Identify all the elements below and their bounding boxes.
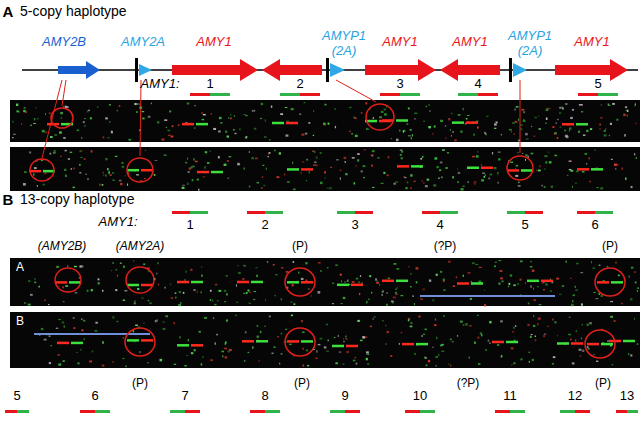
copy-number: 4	[436, 218, 443, 232]
copy-label: AMY1:	[140, 77, 179, 91]
copy-number: 4	[474, 77, 481, 91]
copy-number: 6	[591, 218, 598, 232]
pseudogene-label: (?P)	[434, 240, 457, 253]
copy-number: 13	[620, 389, 634, 403]
amy1-arrow	[262, 59, 322, 81]
probe-bars	[190, 93, 618, 96]
amy1-arrow	[172, 59, 258, 81]
leader-lines	[42, 80, 520, 158]
gene-label: (AMY2A)	[116, 240, 165, 253]
copy-number: 2	[296, 77, 303, 91]
pseudogene-label: (P)	[132, 377, 148, 390]
panel-title: 5-copy haplotype	[20, 4, 127, 19]
gene-label: AMY2B	[42, 35, 86, 49]
panel-letter: B	[3, 192, 14, 209]
panel-letter: A	[3, 4, 14, 21]
gene-label: (2A)	[332, 44, 357, 58]
copy-number: 5	[13, 389, 20, 403]
probe-bars	[172, 211, 613, 214]
gene-label: (2A)	[518, 44, 543, 58]
copy-number: 10	[413, 389, 427, 403]
copy-number: 3	[396, 77, 403, 91]
amyp1-arrow	[513, 63, 527, 77]
fiber-label: A	[14, 261, 26, 274]
pseudogene-label: (P)	[602, 240, 618, 253]
gene-label: (AMY2B)	[38, 240, 87, 253]
amyp1-arrow	[330, 63, 345, 77]
copy-number: 5	[594, 77, 601, 91]
fiber-image	[10, 258, 640, 306]
copy-number: 9	[341, 389, 348, 403]
fiber-image	[10, 312, 640, 368]
copy-number: 8	[261, 389, 268, 403]
gene-label: AMY1	[452, 35, 487, 49]
gene-label: AMY2A	[121, 35, 165, 49]
probe-bars	[5, 410, 638, 413]
amy1-arrow	[555, 59, 628, 81]
gene-label: AMYP1	[508, 29, 552, 43]
gene-label: AMY1	[196, 35, 231, 49]
pseudogene-label: (P)	[294, 377, 310, 390]
fluorescence-signals	[12, 102, 639, 367]
copy-number: 1	[186, 218, 193, 232]
copy-number: 7	[181, 389, 188, 403]
amy2a-arrow	[139, 64, 152, 76]
boundary-bar	[509, 58, 512, 82]
fiber-label: B	[14, 315, 26, 328]
fiber-image	[10, 100, 640, 142]
amy2b-arrow	[58, 61, 100, 79]
copy-number: 6	[91, 389, 98, 403]
boundary-bar	[135, 58, 138, 82]
copy-number: 3	[351, 218, 358, 232]
copy-label: AMY1:	[98, 215, 137, 229]
copy-number: 2	[261, 218, 268, 232]
panel-title: 13-copy haplotype	[20, 192, 134, 207]
gene-label: AMY1	[382, 35, 417, 49]
pseudogene-label: (P)	[595, 377, 611, 390]
pseudogene-label: (P)	[292, 240, 308, 253]
pseudogene-label: (?P)	[457, 377, 480, 390]
fiber-image	[10, 147, 640, 191]
gene-label: AMYP1	[322, 29, 366, 43]
copy-number: 11	[503, 389, 517, 403]
circled-signals	[30, 104, 625, 358]
gene-label: AMY1	[574, 35, 609, 49]
copy-number: 5	[521, 218, 528, 232]
amy1-arrow	[440, 59, 500, 81]
copy-number: 12	[568, 389, 582, 403]
boundary-bar	[326, 58, 329, 82]
copy-number: 1	[206, 77, 213, 91]
